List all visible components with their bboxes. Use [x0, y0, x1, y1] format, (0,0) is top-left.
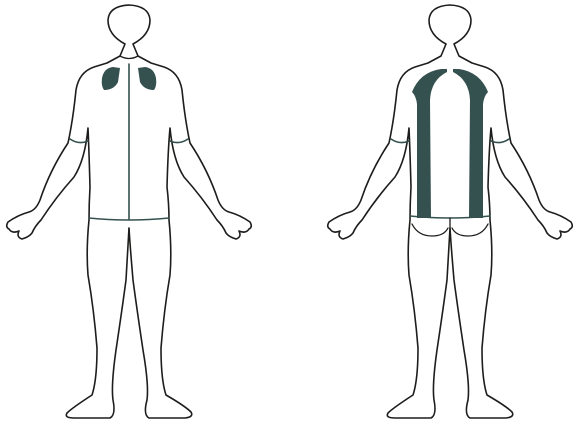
- back-body-outline: [328, 5, 573, 418]
- back-body-figure: [328, 5, 573, 418]
